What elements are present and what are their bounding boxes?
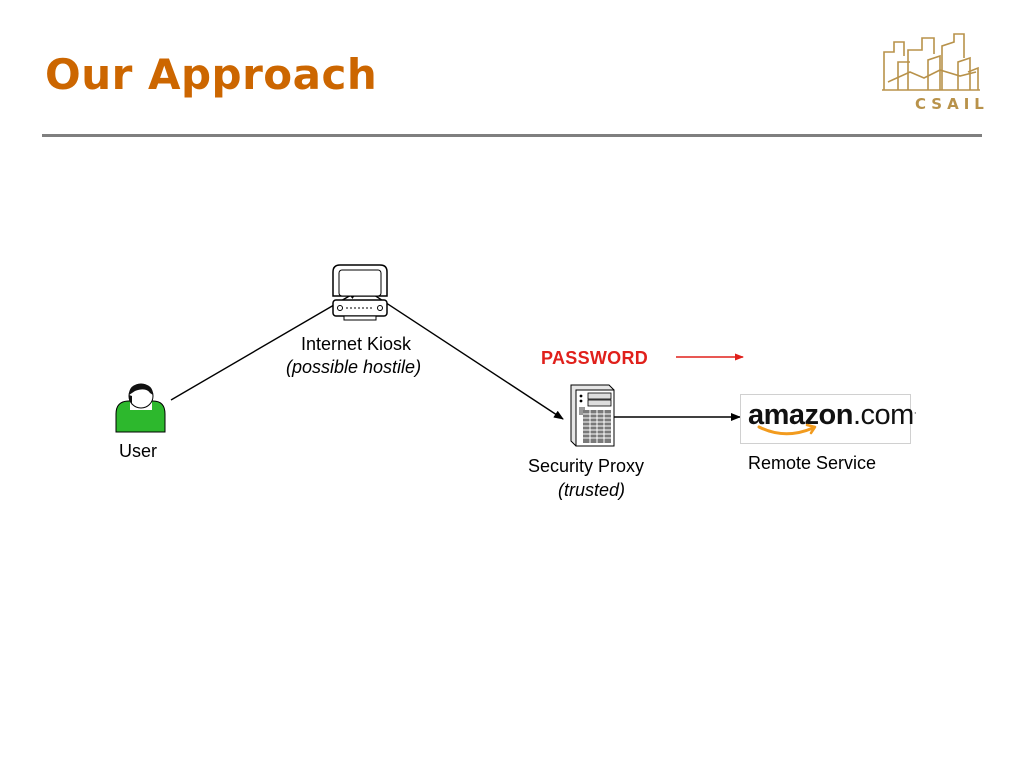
amazon-logo: amazon.com. — [740, 394, 917, 444]
proxy-label: Security Proxy — [528, 456, 645, 476]
arrow-user-to-kiosk — [170, 290, 359, 401]
person-icon — [115, 383, 166, 433]
kiosk-label: Internet Kiosk — [301, 334, 412, 354]
remote-service-label: Remote Service — [748, 453, 877, 473]
amazon-logo-main: amazon — [748, 399, 853, 431]
computer-monitor-icon — [332, 264, 388, 321]
proxy-note: (trusted) — [558, 480, 626, 500]
user-label: User — [119, 441, 158, 461]
csail-logo-icon — [882, 33, 980, 91]
csail-logo-text: CSAIL — [915, 95, 989, 113]
amazon-smile-icon — [757, 423, 817, 436]
arrow-kiosk-to-proxy — [367, 290, 564, 420]
page-title: Our Approach — [45, 50, 378, 99]
title-divider — [42, 134, 982, 137]
amazon-logo-tld: .com — [852, 399, 914, 431]
password-label: PASSWORD — [541, 348, 649, 368]
amazon-logo-mark: . — [913, 405, 917, 417]
kiosk-note: (possible hostile) — [286, 357, 422, 377]
server-tower-icon — [570, 384, 615, 447]
amazon-logo-wordmark: amazon.com. — [748, 399, 917, 432]
